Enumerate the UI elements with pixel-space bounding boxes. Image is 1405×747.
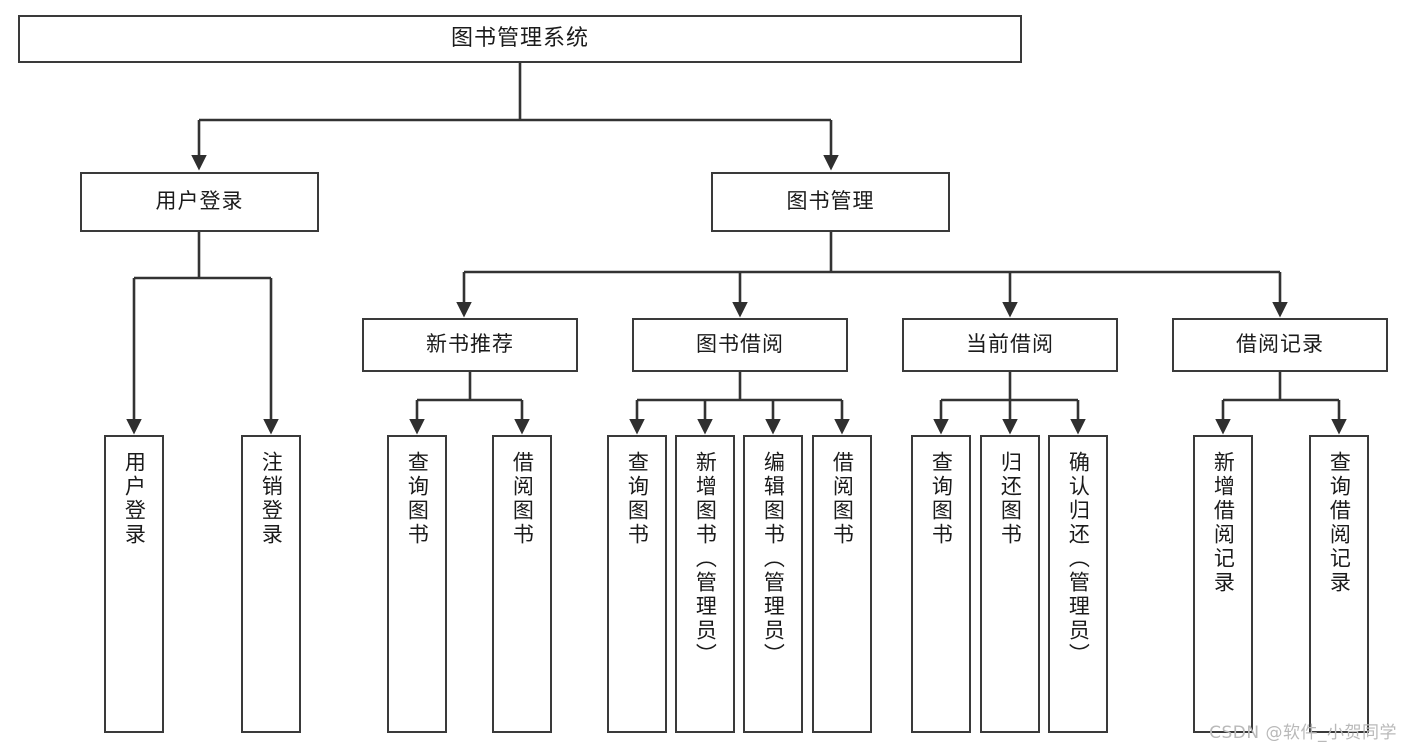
leaf-edit-book-admin[interactable]: 编辑图书（管理员） bbox=[743, 435, 803, 733]
leaf-logout[interactable]: 注销登录 bbox=[241, 435, 301, 733]
node-root-label: 图书管理系统 bbox=[450, 25, 589, 51]
leaf-edit-book-admin-label: 编辑图书（管理员） bbox=[761, 451, 786, 667]
node-new-book-recommend[interactable]: 新书推荐 bbox=[362, 318, 578, 372]
csdn-watermark: CSDN @软件_小贺同学 bbox=[1209, 723, 1397, 743]
leaf-add-borrow-record-label: 新增借阅记录 bbox=[1211, 451, 1236, 595]
leaf-borrow-book-label: 借阅图书 bbox=[830, 451, 855, 547]
leaf-borrow-book[interactable]: 借阅图书 bbox=[812, 435, 872, 733]
node-book-management[interactable]: 图书管理 bbox=[711, 172, 950, 232]
node-user-login[interactable]: 用户登录 bbox=[80, 172, 319, 232]
node-new-book-recommend-label: 新书推荐 bbox=[426, 332, 514, 357]
node-book-borrow[interactable]: 图书借阅 bbox=[632, 318, 848, 372]
leaf-query-book-borrow[interactable]: 查询图书 bbox=[607, 435, 667, 733]
leaf-user-login[interactable]: 用户登录 bbox=[104, 435, 164, 733]
node-root[interactable]: 图书管理系统 bbox=[18, 15, 1022, 63]
leaf-confirm-return-admin-label: 确认归还（管理员） bbox=[1066, 451, 1091, 667]
leaf-return-book-label: 归还图书 bbox=[998, 451, 1023, 547]
node-current-borrow-label: 当前借阅 bbox=[966, 332, 1054, 357]
leaf-query-book-borrow-label: 查询图书 bbox=[625, 451, 650, 547]
node-borrow-records[interactable]: 借阅记录 bbox=[1172, 318, 1388, 372]
node-borrow-records-label: 借阅记录 bbox=[1236, 332, 1324, 357]
leaf-query-book-recommend-label: 查询图书 bbox=[405, 451, 430, 547]
leaf-query-book-current[interactable]: 查询图书 bbox=[911, 435, 971, 733]
node-book-borrow-label: 图书借阅 bbox=[696, 332, 784, 357]
leaf-query-book-recommend[interactable]: 查询图书 bbox=[387, 435, 447, 733]
leaf-add-borrow-record[interactable]: 新增借阅记录 bbox=[1193, 435, 1253, 733]
leaf-confirm-return-admin[interactable]: 确认归还（管理员） bbox=[1048, 435, 1108, 733]
leaf-borrow-book-recommend-label: 借阅图书 bbox=[510, 451, 535, 547]
leaf-logout-label: 注销登录 bbox=[259, 451, 284, 547]
leaf-add-book-admin-label: 新增图书（管理员） bbox=[693, 451, 718, 667]
leaf-borrow-book-recommend[interactable]: 借阅图书 bbox=[492, 435, 552, 733]
node-book-management-label: 图书管理 bbox=[786, 189, 875, 214]
node-user-login-label: 用户登录 bbox=[155, 189, 244, 214]
leaf-user-login-label: 用户登录 bbox=[122, 451, 147, 547]
leaf-query-book-current-label: 查询图书 bbox=[929, 451, 954, 547]
leaf-query-borrow-record-label: 查询借阅记录 bbox=[1327, 451, 1352, 595]
leaf-add-book-admin[interactable]: 新增图书（管理员） bbox=[675, 435, 735, 733]
leaf-return-book[interactable]: 归还图书 bbox=[980, 435, 1040, 733]
leaf-query-borrow-record[interactable]: 查询借阅记录 bbox=[1309, 435, 1369, 733]
node-current-borrow[interactable]: 当前借阅 bbox=[902, 318, 1118, 372]
